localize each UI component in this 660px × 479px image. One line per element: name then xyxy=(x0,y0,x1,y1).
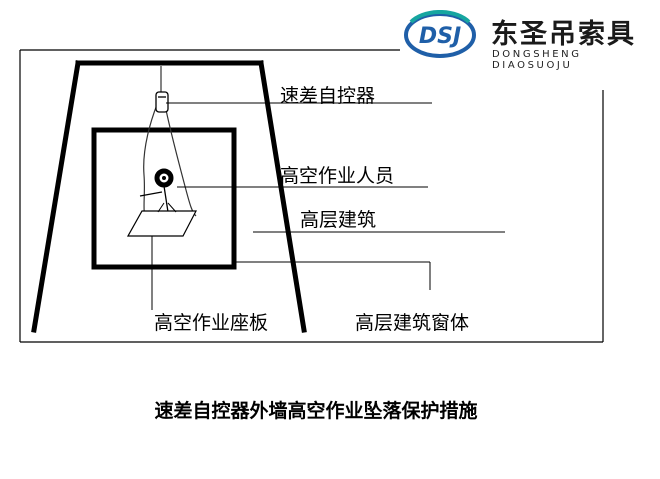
company-logo: DSJ 东圣吊索具 DONGSHENG DIAOSUOJU xyxy=(395,8,657,71)
leader-lines xyxy=(151,102,505,310)
label-worker: 高空作业人员 xyxy=(280,165,395,187)
brand-name: 东圣吊索具 xyxy=(491,19,636,50)
outer-frame xyxy=(19,49,604,343)
dsj-logo-mark: DSJ xyxy=(404,10,476,58)
logo-mark-text: DSJ xyxy=(419,24,461,49)
safety-rope xyxy=(143,66,197,233)
speed-differential-device xyxy=(155,91,169,113)
window-frame xyxy=(91,127,237,270)
building-outline xyxy=(31,60,307,333)
label-self-control-device: 速差自控器 xyxy=(280,85,376,107)
label-window: 高层建筑窗体 xyxy=(355,312,470,334)
diagram-caption: 速差自控器外墙高空作业坠落保护措施 xyxy=(154,400,478,422)
brand-subtitle: DONGSHENG DIAOSUOJU xyxy=(492,49,582,71)
label-building: 高层建筑 xyxy=(300,209,377,231)
label-seat-board: 高空作业座板 xyxy=(154,312,269,334)
seat-board xyxy=(126,210,197,237)
